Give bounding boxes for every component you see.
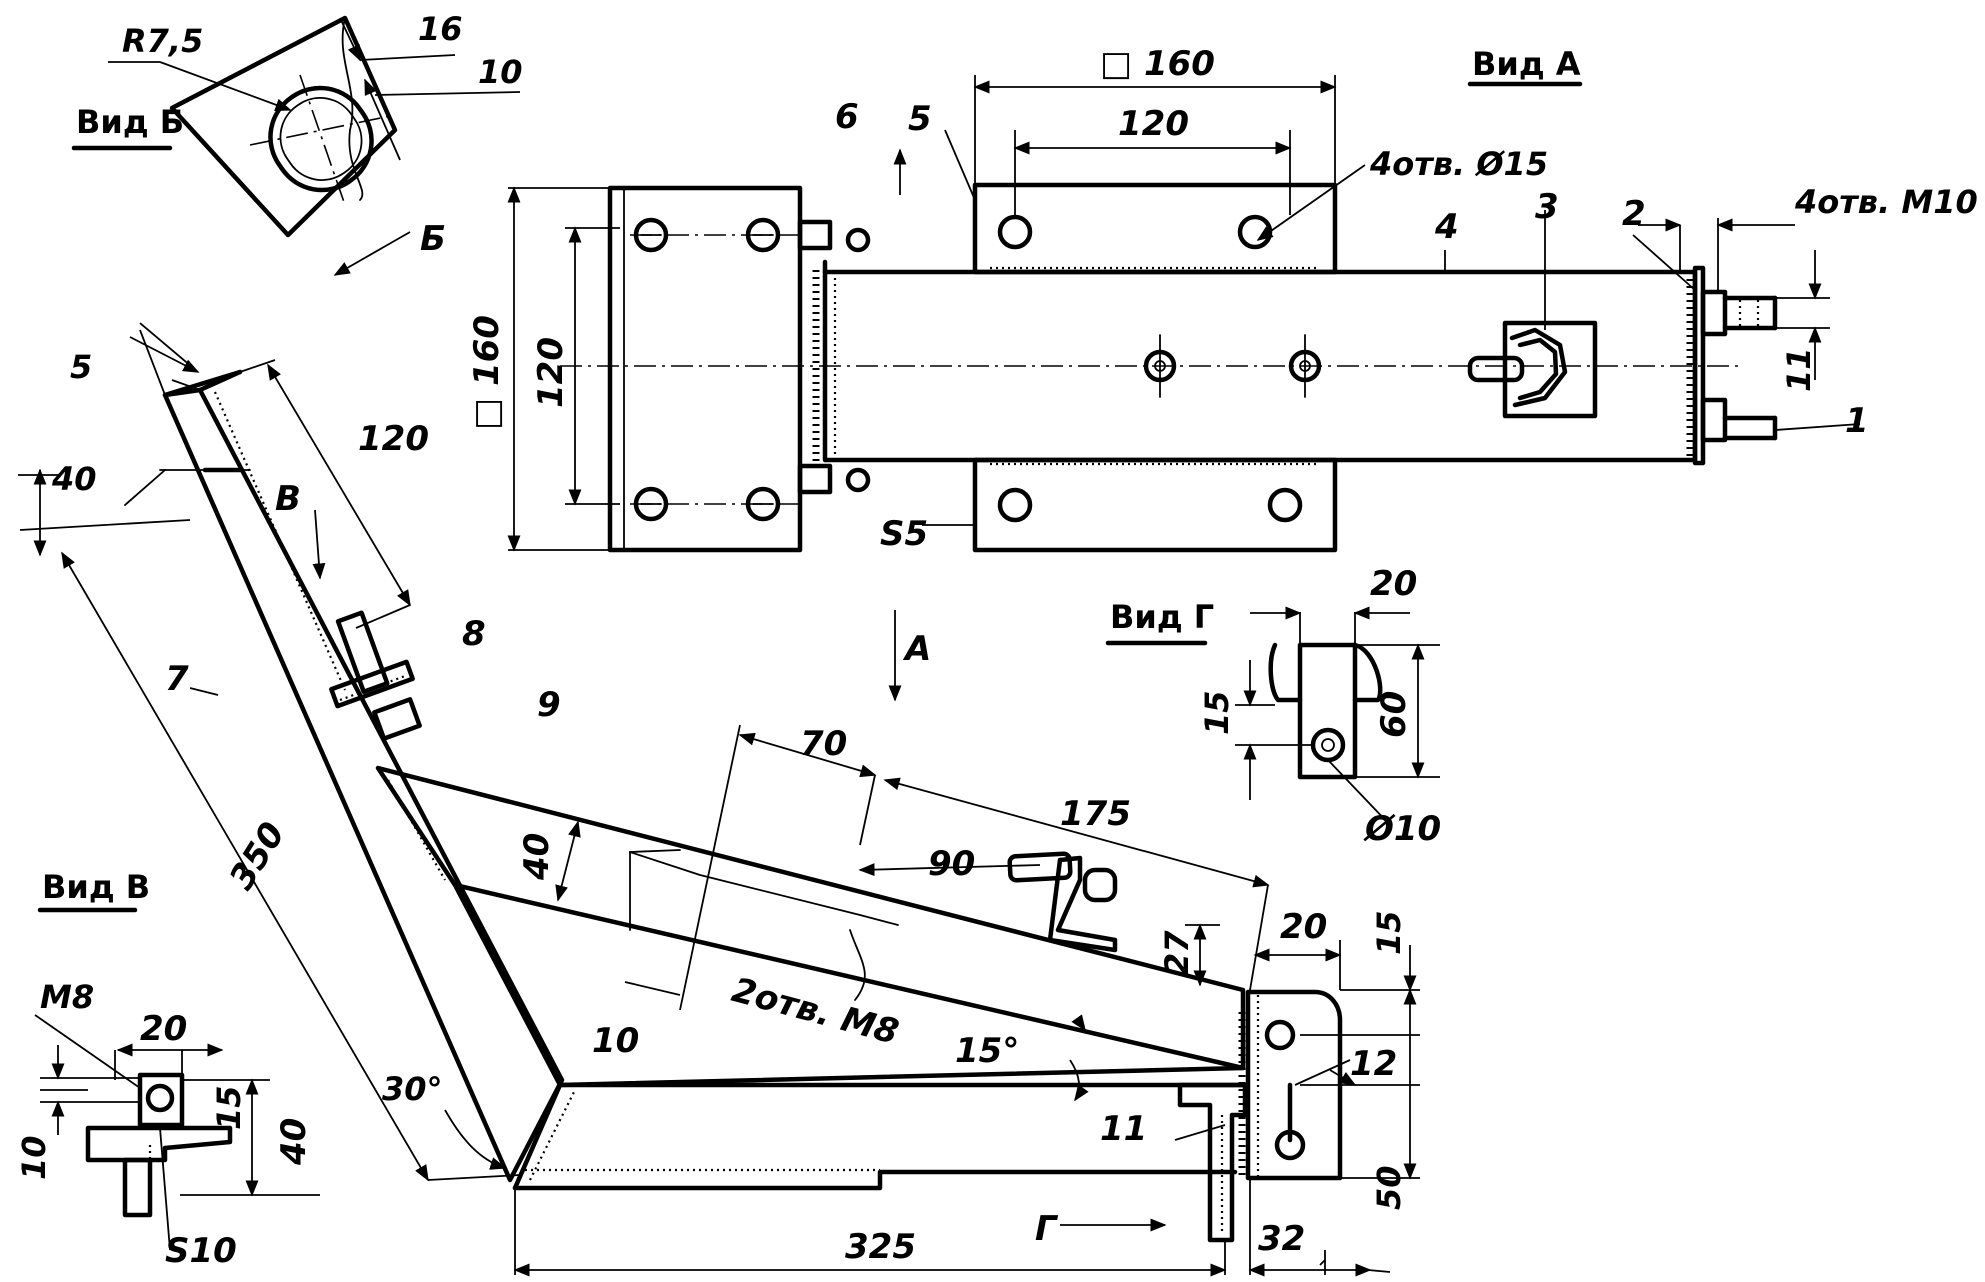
part-3: 3: [1535, 187, 1559, 227]
dim-175: 175: [1060, 794, 1131, 834]
dim-40-arm: 40: [517, 833, 557, 881]
part-8: 8: [462, 614, 486, 654]
dim-square-160-left: □ 160: [467, 315, 507, 430]
clamp-3: [1502, 320, 1598, 419]
view-a-title: Вид А: [1472, 45, 1581, 83]
dim-r75: R7,5: [122, 22, 203, 60]
arrow-g-label: Г: [1035, 1209, 1059, 1249]
dim-square-160-top: □ 160: [1100, 44, 1215, 84]
dim-5: 5: [70, 348, 92, 386]
arrow-v-label: В: [275, 479, 301, 519]
dim-27: 27: [1158, 930, 1196, 975]
dim-60-g: 60: [1374, 691, 1414, 738]
dim-15-main: 15: [1370, 910, 1408, 955]
dim-holes-m10: 4отв. M10: [1794, 183, 1978, 221]
dim-s5: S5: [880, 514, 928, 554]
part-1: 1: [1845, 401, 1869, 441]
dim-10-v: 10: [15, 1135, 53, 1180]
part-7: 7: [165, 659, 189, 699]
dim-70: 70: [800, 724, 847, 764]
view-g-title: Вид Г: [1110, 598, 1214, 636]
part-4: 4: [1434, 207, 1459, 247]
dim-90: 90: [928, 844, 975, 884]
plate-5-top: [972, 182, 1338, 275]
dim-hole-10: Ø10: [1363, 809, 1441, 849]
dim-12: 12: [1350, 1044, 1397, 1084]
part-9: 9: [537, 685, 561, 725]
dim-120-main: 120: [358, 419, 429, 459]
angle-15: 15°: [955, 1031, 1019, 1071]
part-11: 11: [1100, 1109, 1147, 1149]
dim-m8: M8: [40, 978, 94, 1016]
dim-32: 32: [1258, 1219, 1305, 1259]
plate-5-bottom: [972, 457, 1338, 553]
part-6: 6: [835, 97, 859, 137]
flange-plate-6: [607, 185, 803, 553]
flange-holes: [633, 217, 781, 522]
dim-120-top: 120: [1118, 104, 1189, 144]
base-10: [512, 1169, 1238, 1191]
view-v-title: Вид В: [42, 868, 150, 906]
part-10: 10: [592, 1021, 639, 1061]
dim-holes-15: 4отв. Ø15: [1369, 145, 1548, 183]
dim-20-main: 20: [1280, 907, 1327, 947]
arrow-a-label: А: [902, 629, 931, 669]
dim-350: 350: [222, 815, 294, 896]
dim-325: 325: [845, 1227, 916, 1267]
main-side-view: [18, 322, 1420, 1277]
dim-15-g: 15: [1198, 690, 1236, 735]
arrow-b-label: Б: [420, 219, 446, 259]
dim-s10: S10: [165, 1231, 237, 1271]
dim-11: 11: [1780, 347, 1818, 392]
view-g-drawing: [1235, 606, 1440, 826]
dim-40: 40: [51, 460, 97, 498]
view-v-drawing: [34, 1014, 320, 1251]
dim-120-left: 120: [531, 337, 571, 408]
post-7: [162, 387, 565, 1183]
view-b-title: Вид Б: [76, 103, 184, 141]
dim-10-b: 10: [478, 53, 523, 91]
dim-20-v: 20: [140, 1009, 187, 1049]
angle-30: 30°: [382, 1070, 443, 1108]
dim-20-g: 20: [1370, 564, 1417, 604]
part-2: 2: [1622, 194, 1646, 234]
dim-50: 50: [1370, 1165, 1408, 1210]
part-5: 5: [908, 99, 932, 139]
view-a-drawing: [507, 75, 1861, 553]
dim-40-v: 40: [274, 1118, 314, 1166]
dim-16: 16: [418, 10, 463, 48]
dim-15-v: 15: [210, 1085, 248, 1130]
